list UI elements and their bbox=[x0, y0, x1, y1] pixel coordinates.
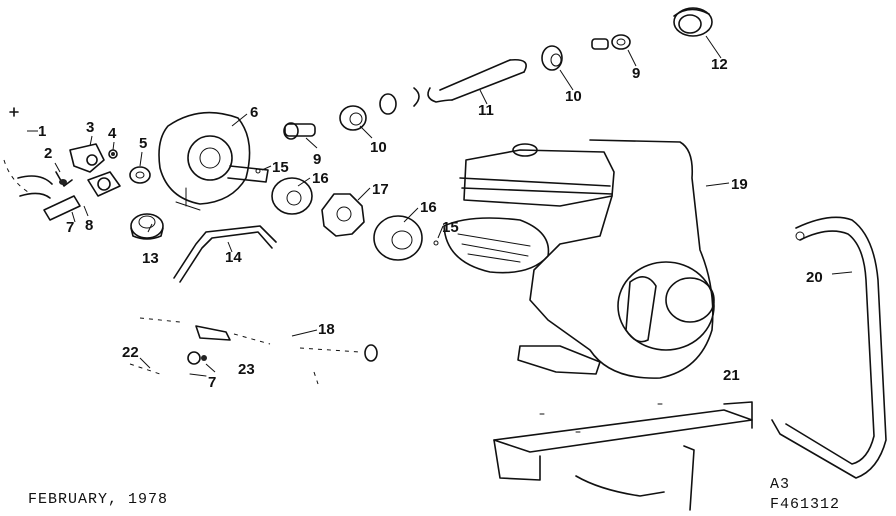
callout-18: 18 bbox=[318, 321, 335, 338]
part-11-hose bbox=[427, 58, 527, 103]
part-22-23-fittings bbox=[129, 351, 207, 377]
callout-2: 2 bbox=[44, 145, 52, 162]
part-7-8-pipe-assembly bbox=[43, 171, 121, 221]
part-10-clamp-lower bbox=[339, 105, 367, 131]
drawing-number: F461312 bbox=[770, 496, 840, 513]
callout-20: 20 bbox=[806, 269, 823, 286]
callout-15-lower: 15 bbox=[442, 219, 459, 236]
part-17-impeller bbox=[321, 193, 365, 237]
callout-22: 22 bbox=[122, 344, 139, 361]
sheet-id: A3 bbox=[770, 476, 790, 493]
part-13-seal bbox=[130, 213, 164, 240]
part-21-base bbox=[493, 401, 753, 511]
callout-13: 13 bbox=[142, 250, 159, 267]
callout-23: 23 bbox=[238, 361, 255, 378]
callout-11: 11 bbox=[478, 102, 494, 119]
callout-7-lower: 7 bbox=[208, 374, 216, 391]
callout-10-upper: 10 bbox=[565, 88, 582, 105]
part-14-bracket bbox=[173, 225, 277, 283]
part-10-clamp-upper bbox=[541, 45, 563, 71]
callout-19: 19 bbox=[731, 176, 748, 193]
part-1-hose-end bbox=[3, 107, 53, 199]
callout-9-lower: 9 bbox=[313, 151, 321, 168]
part-15-screws bbox=[255, 168, 439, 246]
callout-5: 5 bbox=[139, 135, 147, 152]
part-16-cover bbox=[373, 215, 423, 261]
part-4-plug bbox=[108, 149, 118, 159]
callout-6: 6 bbox=[250, 104, 258, 121]
callout-12: 12 bbox=[711, 56, 728, 73]
callout-1: 1 bbox=[38, 123, 46, 140]
part-20-handle bbox=[771, 216, 887, 479]
part-12-cap bbox=[673, 7, 713, 37]
callout-14: 14 bbox=[225, 249, 242, 266]
part-3-pump-body bbox=[69, 143, 105, 173]
part-6-pump-housing bbox=[158, 111, 269, 211]
callout-7-upper: 7 bbox=[66, 219, 74, 236]
callout-16-lower: 16 bbox=[420, 199, 437, 216]
callout-21: 21 bbox=[723, 367, 740, 384]
part-19-engine bbox=[443, 139, 715, 379]
part-5-nut bbox=[129, 166, 151, 184]
callout-15-upper: 15 bbox=[272, 159, 289, 176]
part-10-clamp-middle bbox=[379, 87, 420, 115]
callout-9-upper: 9 bbox=[632, 65, 640, 82]
callout-4: 4 bbox=[108, 125, 117, 142]
callout-17: 17 bbox=[372, 181, 389, 198]
callout-labels: 1 2 3 4 5 6 7 8 9 9 10 10 11 12 13 14 15… bbox=[38, 56, 823, 391]
callout-10-lower: 10 bbox=[370, 139, 387, 156]
callout-16-upper: 16 bbox=[312, 170, 329, 187]
callout-8: 8 bbox=[85, 217, 93, 234]
part-2-elbow bbox=[55, 171, 73, 187]
part-16-impeller-housing bbox=[271, 177, 313, 215]
callout-3: 3 bbox=[86, 119, 94, 136]
part-9-fitting-upper bbox=[591, 34, 631, 50]
part-18-hose-assembly bbox=[139, 317, 378, 385]
leader-lines bbox=[27, 35, 853, 373]
drawing-date: FEBRUARY, 1978 bbox=[28, 491, 168, 508]
part-9-fitting-lower bbox=[283, 122, 316, 140]
